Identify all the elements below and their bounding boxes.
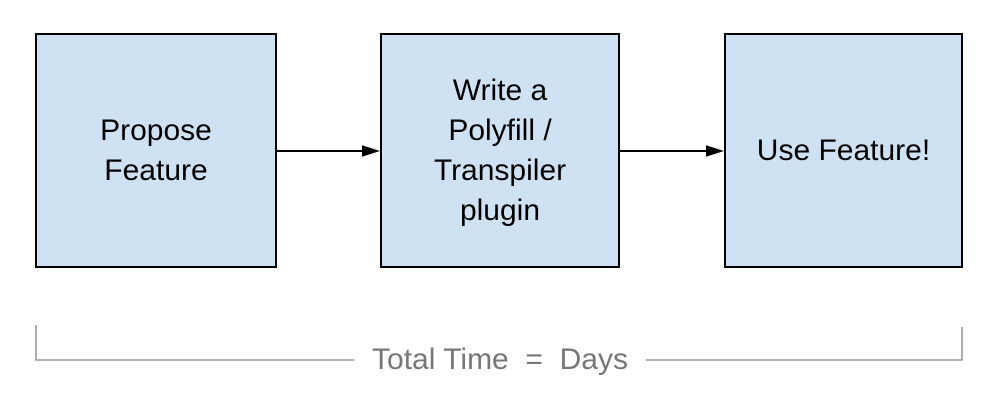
flow-box-propose-feature: Propose Feature bbox=[35, 33, 277, 268]
total-time-label: Total Time = Days bbox=[354, 343, 646, 377]
arrow-connector-1 bbox=[277, 145, 380, 157]
flow-box-use-feature: Use Feature! bbox=[724, 33, 963, 268]
flow-box-write-polyfill: Write a Polyfill / Transpiler plugin bbox=[380, 33, 620, 268]
flow-box-label: Write a Polyfill / Transpiler plugin bbox=[433, 73, 567, 227]
flow-box-label: Use Feature! bbox=[756, 133, 931, 167]
flow-box-label: Propose Feature bbox=[100, 113, 212, 187]
arrow-connector-2 bbox=[620, 145, 724, 157]
